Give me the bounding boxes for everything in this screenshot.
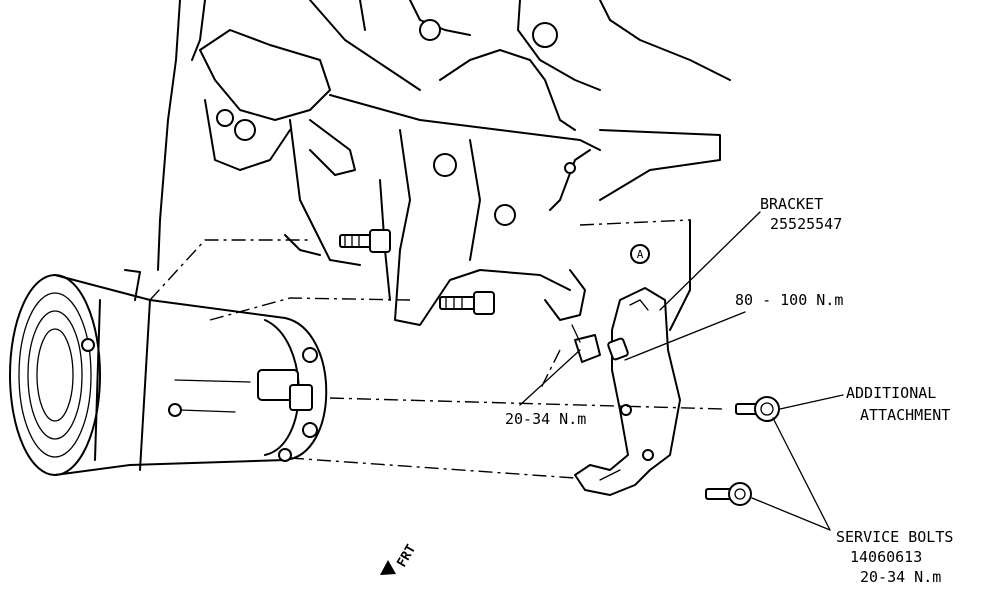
service-bolt [705,482,752,506]
attachment-bolt [735,396,780,422]
callout-a: A [630,244,650,264]
callout-a-label: A [637,248,644,261]
engine-block [157,0,731,331]
torque-center-label: 20-34 N.m [505,410,586,428]
mount-bolt-middle [439,291,495,315]
front-arrow-icon [380,560,396,575]
additional-label-line1: ADDITIONAL [846,384,936,402]
compressor-bracket [574,287,681,496]
service-bolts-label: SERVICE BOLTS [836,528,953,546]
labels: BRACKET 25525547 80 - 100 N.m 20-34 N.m … [505,195,953,586]
front-direction-marker: FRT [380,542,419,575]
mount-bolt-upper [339,229,391,253]
bracket-name-label: BRACKET [760,195,823,213]
front-label: FRT [394,542,419,570]
bracket-part-number: 25525547 [770,215,842,233]
center-stud-nut [571,324,601,363]
service-torque-label: 20-34 N.m [860,568,941,586]
additional-label-line2: ATTACHMENT [860,406,950,424]
torque-upper-label: 80 - 100 N.m [735,291,843,309]
leader-lines [519,211,844,531]
service-part-number: 14060613 [850,548,922,566]
ac-compressor [9,269,328,476]
